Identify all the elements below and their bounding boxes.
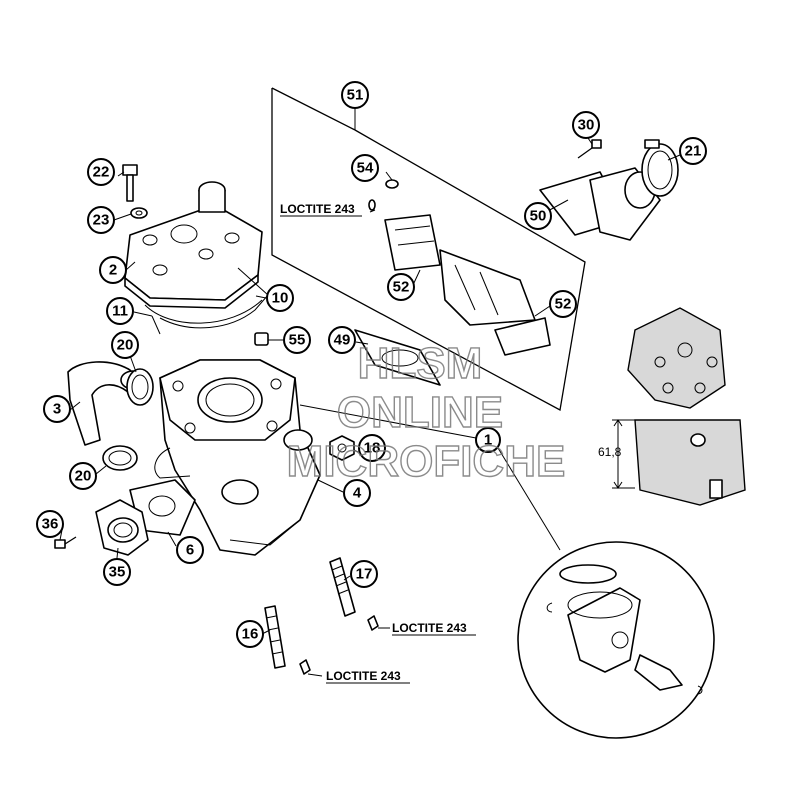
callout-20-lower: 20 [69, 462, 97, 490]
svg-text:10: 10 [272, 290, 289, 307]
intake-manifold [539, 167, 661, 241]
callout-20-upper: 20 [111, 331, 139, 359]
callout-11: 11 [106, 297, 134, 325]
callout-30: 30 [572, 111, 600, 139]
clamp-upper [126, 368, 154, 406]
svg-text:HLSM: HLSM [358, 339, 483, 388]
cylinder-head [124, 181, 263, 309]
svg-text:30: 30 [578, 117, 595, 134]
svg-text:ONLINE: ONLINE [337, 388, 503, 437]
svg-text:55: 55 [289, 332, 306, 349]
callout-10: 10 [266, 284, 294, 312]
piston-detail [517, 541, 715, 739]
svg-text:20: 20 [117, 337, 134, 354]
clamp-lower [102, 445, 138, 471]
dowel-pin [254, 332, 269, 346]
head-gasket-rings [144, 267, 269, 335]
height-dimension: 61,8 [598, 445, 622, 459]
stud-17 [329, 557, 379, 631]
callout-1: 1 [475, 427, 501, 453]
reed-gasket [354, 329, 441, 386]
intake-clamp [641, 139, 679, 197]
svg-text:49: 49 [334, 332, 351, 349]
callout-54: 54 [351, 154, 379, 182]
callout-18: 18 [358, 434, 386, 462]
flange-bolt [54, 536, 77, 549]
exhaust-flange [95, 499, 149, 556]
reed-screw [368, 179, 399, 211]
svg-text:3: 3 [53, 401, 61, 418]
stud-16 [264, 605, 311, 675]
svg-text:35: 35 [109, 564, 126, 581]
watermark: HLSM ONLINE MICROFICHE [286, 338, 566, 486]
callout-3: 3 [43, 395, 71, 423]
svg-text:4: 4 [353, 485, 362, 502]
svg-text:2: 2 [109, 262, 117, 279]
svg-text:11: 11 [112, 303, 128, 320]
svg-text:54: 54 [357, 160, 374, 177]
loctite-note-stud-17: LOCTITE 243 [392, 621, 467, 635]
svg-text:17: 17 [356, 566, 373, 583]
callout-51: 51 [341, 81, 369, 109]
svg-text:22: 22 [93, 164, 110, 181]
reed-petals [384, 214, 551, 356]
callout-4: 4 [343, 479, 371, 507]
svg-text:23: 23 [93, 212, 110, 229]
svg-text:50: 50 [530, 208, 547, 225]
svg-text:36: 36 [42, 516, 59, 533]
cylinder-top-view [627, 307, 726, 409]
svg-text:16: 16 [242, 626, 259, 643]
svg-text:51: 51 [347, 87, 364, 104]
svg-text:6: 6 [186, 542, 194, 559]
callout-21: 21 [679, 137, 707, 165]
svg-text:21: 21 [685, 143, 702, 160]
svg-text:18: 18 [364, 440, 381, 457]
loctite-note-reed: LOCTITE 243 [280, 202, 355, 216]
callout-17: 17 [350, 560, 378, 588]
callout-52-b: 52 [549, 290, 577, 318]
cylinder-side-view [612, 419, 746, 506]
svg-text:20: 20 [75, 468, 92, 485]
nut [329, 435, 355, 461]
callout-36: 36 [36, 510, 64, 538]
callout-16: 16 [236, 620, 264, 648]
intake-bolt [577, 139, 602, 159]
cylinder [154, 359, 321, 556]
svg-text:52: 52 [555, 296, 572, 313]
callout-50: 50 [524, 202, 552, 230]
loctite-note-stud-16: LOCTITE 243 [326, 669, 401, 683]
callout-55: 55 [283, 326, 311, 354]
svg-text:52: 52 [393, 279, 410, 296]
svg-text:MICROFICHE: MICROFICHE [287, 437, 566, 486]
head-bolt [122, 164, 148, 219]
callout-23: 23 [87, 206, 115, 234]
callout-22: 22 [87, 158, 115, 186]
svg-text:1: 1 [484, 432, 492, 449]
reed-valve-frame [271, 87, 586, 412]
callout-2: 2 [99, 256, 127, 284]
callout-6: 6 [176, 536, 204, 564]
callout-35: 35 [103, 558, 131, 586]
callout-52-a: 52 [387, 273, 415, 301]
callout-49: 49 [328, 326, 356, 354]
leader-lines [59, 108, 681, 677]
